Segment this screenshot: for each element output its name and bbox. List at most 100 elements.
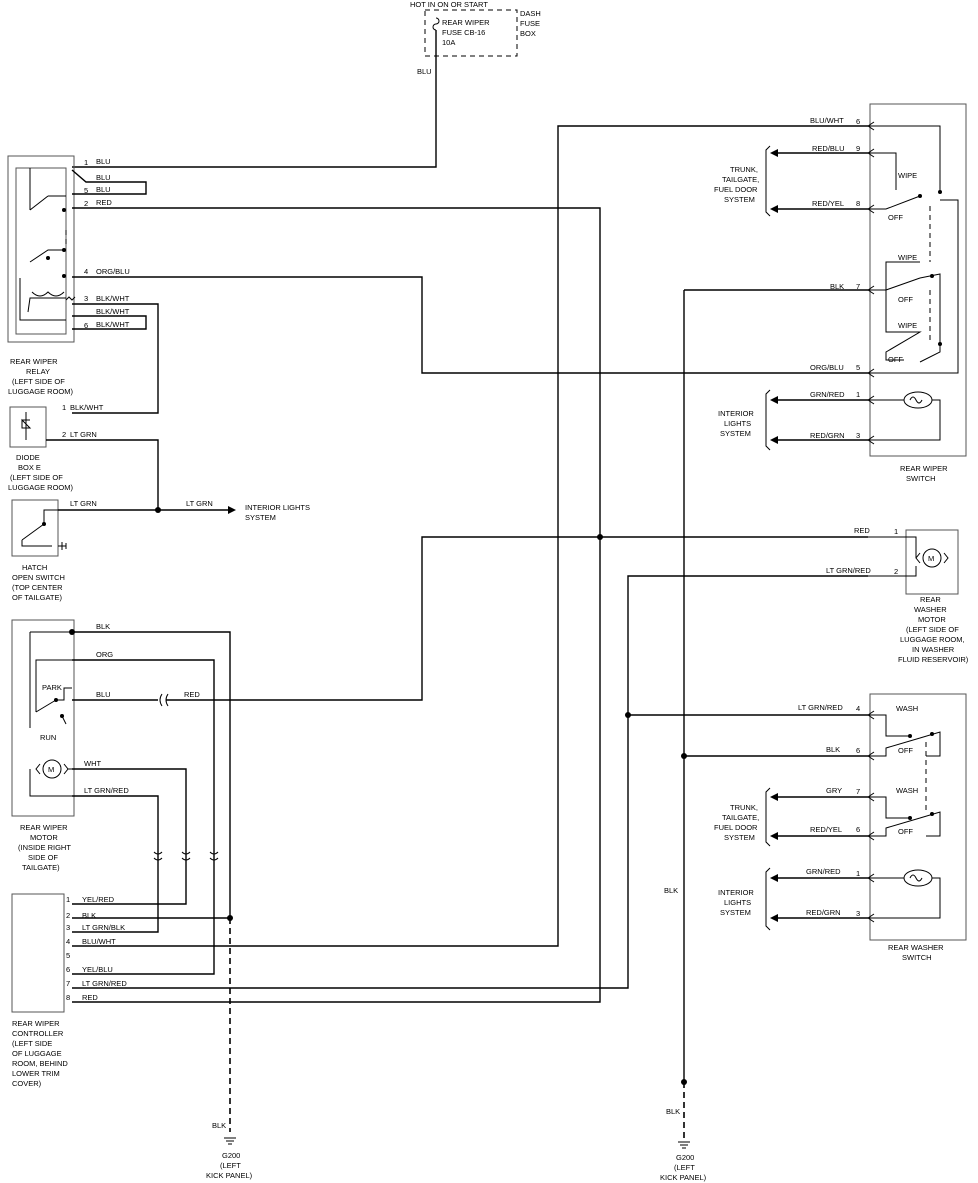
- wire-label-blk-ground-2: BLK: [666, 1107, 680, 1116]
- washer-switch-outputs: TRUNK, TAILGATE, FUEL DOOR SYSTEM INTERI…: [684, 755, 868, 931]
- controller-pin-5: 5: [66, 951, 70, 960]
- relay-pin-2: 2: [84, 199, 88, 208]
- motor-park-label: PARK: [42, 683, 62, 692]
- ws-pin-5: 5: [856, 363, 860, 372]
- hatch-label-4: OF TAILGATE): [12, 593, 63, 602]
- wire-label-yel-red: YEL/RED: [82, 895, 115, 904]
- controller-label-6: LOWER TRIM: [12, 1069, 60, 1078]
- motor-label-4: SIDE OF: [28, 853, 58, 862]
- ground-g200-left: BLK G200 (LEFT KICK PANEL): [206, 1121, 253, 1180]
- controller-pin-7: 7: [66, 979, 70, 988]
- relay-pin-6: 6: [84, 321, 88, 330]
- wsw-pin-1: 1: [856, 869, 860, 878]
- ws-wipe-label-3: WIPE: [898, 321, 917, 330]
- wire-label-red-relay: RED: [96, 198, 112, 207]
- rear-wiper-relay: 1 5 2 4 3 6 REAR WIPER RELAY (LEFT SIDE …: [7, 155, 88, 396]
- motor-wires: BLK ORG BLU RED WHT LT GRN/RED: [69, 536, 868, 975]
- wire-label-red-blu-ws: RED/BLU: [812, 144, 845, 153]
- motor-label-1: REAR WIPER: [20, 823, 68, 832]
- controller-pin-4: 4: [66, 937, 70, 946]
- wire-label-red-wm: RED: [854, 526, 870, 535]
- trunk2-label-2: TAILGATE,: [722, 813, 759, 822]
- dash-label-1: DASH: [520, 9, 541, 18]
- ws-wipe-label-2: WIPE: [898, 253, 917, 262]
- ws-pin-6: 6: [856, 117, 860, 126]
- wire-label-blk-wsw: BLK: [826, 745, 840, 754]
- controller-label-4: OF LUGGAGE: [12, 1049, 62, 1058]
- wsw-label-2: SWITCH: [902, 953, 932, 962]
- ground2-label-1: (LEFT: [674, 1163, 695, 1172]
- controller-label-1: REAR WIPER: [12, 1019, 60, 1028]
- wire-label-blk-wht-1: BLK/WHT: [96, 294, 130, 303]
- wire-label-blu-wht-ctrl: BLU/WHT: [82, 937, 116, 946]
- wire-lt-grn-interior: LT GRN LT GRN INTERIOR LIGHTS SYSTEM: [58, 499, 310, 522]
- wsw-pin-3: 3: [856, 909, 860, 918]
- ws-label-1: REAR WIPER: [900, 464, 948, 473]
- interior-label-1: INTERIOR: [718, 409, 754, 418]
- fuse-label-3: 10A: [442, 38, 455, 47]
- wire-label-red-yel-wsw: RED/YEL: [810, 825, 842, 834]
- dash-label-2: FUSE: [520, 19, 540, 28]
- relay-label-3: (LEFT SIDE OF: [12, 377, 65, 386]
- hatch-open-switch: HATCH OPEN SWITCH (TOP CENTER OF TAILGAT…: [11, 499, 67, 602]
- wire-label-blk-wht-3: BLK/WHT: [96, 320, 130, 329]
- hatch-label-2: OPEN SWITCH: [12, 573, 65, 582]
- ws-pin-8: 8: [856, 199, 860, 208]
- controller-pin-1: 1: [66, 895, 70, 904]
- wsw-pin-6b: 6: [856, 825, 860, 834]
- wsw-pin-7: 7: [856, 787, 860, 796]
- wire-label-lt-grn-red-wsw: LT GRN/RED: [798, 703, 843, 712]
- dash-fuse-box: HOT IN ON OR START REAR WIPER FUSE CB-16…: [410, 0, 541, 57]
- fuse-label-2: FUSE CB-16: [442, 28, 485, 37]
- wm-label-2: WASHER: [914, 605, 947, 614]
- wsw-pin-4: 4: [856, 704, 860, 713]
- ws-off-label-2: OFF: [898, 295, 913, 304]
- wsw-off-label-2: OFF: [898, 827, 913, 836]
- ws-off-label-3: OFF: [888, 355, 903, 364]
- controller-pin-2: 2: [66, 911, 70, 920]
- wire-label-blk-ground-1: BLK: [212, 1121, 226, 1130]
- interior-label-3: SYSTEM: [720, 429, 751, 438]
- wm-pin-1: 1: [894, 527, 898, 536]
- wsw-wash-label-1: WASH: [896, 704, 918, 713]
- trunk-label-2: TAILGATE,: [722, 175, 759, 184]
- wsw-wash-label-2: WASH: [896, 786, 918, 795]
- wire-label-grn-red-ws: GRN/RED: [810, 390, 845, 399]
- diode-label-1: DIODE: [16, 453, 40, 462]
- washer-motor-m-symbol: M: [928, 554, 934, 563]
- controller-wires: [72, 125, 868, 1132]
- wire-label-org-blu-relay: ORG/BLU: [96, 267, 130, 276]
- wire-label-grn-red-wsw: GRN/RED: [806, 867, 841, 876]
- relay-label-2: RELAY: [26, 367, 50, 376]
- wire-label-red-grn-wsw: RED/GRN: [806, 908, 841, 917]
- relay-label-4: LUGGAGE ROOM): [8, 387, 74, 396]
- relay-pin-3: 3: [84, 294, 88, 303]
- hatch-label-1: HATCH: [22, 563, 47, 572]
- relay-label-1: REAR WIPER: [10, 357, 58, 366]
- ground2-label-2: KICK PANEL): [660, 1173, 707, 1182]
- rear-washer-motor: M 1 2 RED LT GRN/RED REAR WASHER MOTOR (…: [826, 526, 969, 664]
- relay-pin-4: 4: [84, 267, 88, 276]
- interior2-label-2: LIGHTS: [724, 898, 751, 907]
- fuse-label-1: REAR WIPER: [442, 18, 490, 27]
- wire-label-lt-grn-red-wm: LT GRN/RED: [826, 566, 871, 575]
- ws-pin-1: 1: [856, 390, 860, 399]
- ws-pin-9: 9: [856, 144, 860, 153]
- controller-pin-3: 3: [66, 923, 70, 932]
- trunk-label-1: TRUNK,: [730, 165, 758, 174]
- wsw-off-label-1: OFF: [898, 746, 913, 755]
- wm-label-5: LUGGAGE ROOM,: [900, 635, 965, 644]
- controller-label-5: ROOM, BEHIND: [12, 1059, 68, 1068]
- wire-label-red-ctrl: RED: [82, 993, 98, 1002]
- wire-label-blk-motor: BLK: [96, 622, 110, 631]
- diode-label-4: LUGGAGE ROOM): [8, 483, 74, 492]
- wire-label-blk-vertical: BLK: [664, 886, 678, 895]
- wsw-label-1: REAR WASHER: [888, 943, 944, 952]
- ws-off-label-1: OFF: [888, 213, 903, 222]
- fuse-hot-label: HOT IN ON OR START: [410, 0, 488, 9]
- wire-label-lt-grn-red-ctrl: LT GRN/RED: [82, 979, 127, 988]
- motor-label-2: MOTOR: [30, 833, 58, 842]
- rear-wiper-motor: PARK RUN M REAR WIPER MOTOR (INSIDE RIGH…: [11, 619, 75, 872]
- ws-pin-7: 7: [856, 282, 860, 291]
